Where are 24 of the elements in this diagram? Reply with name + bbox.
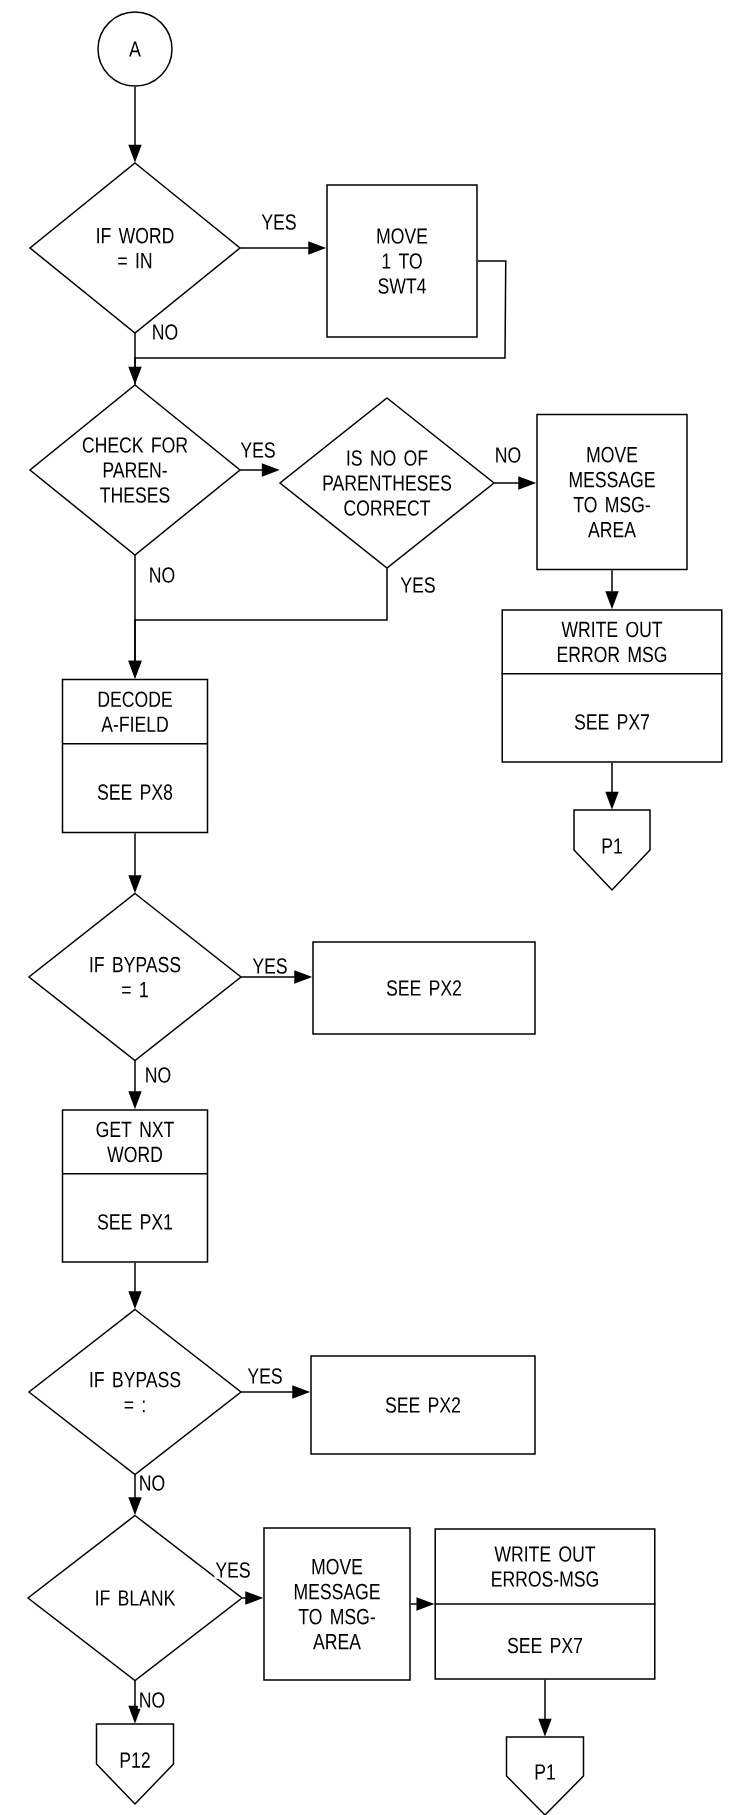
edge-label: NO	[137, 1691, 167, 1709]
process-box: GET NXT WORD SEE PX1	[61, 1109, 209, 1263]
offpage-connector: P1	[573, 809, 651, 892]
io-parallelogram: WRITE OUT ERROS-MSG SEE PX7	[433, 1528, 657, 1680]
offpage-connector: P12	[95, 1723, 175, 1806]
connector-line	[134, 332, 136, 386]
process-box: MOVE MESSAGE TO MSG-AREA	[263, 1527, 411, 1681]
edge-label: NO	[137, 1474, 167, 1492]
process-box: SEE PX2	[312, 941, 536, 1035]
process-box: DECODE A-FIELD SEE PX8	[61, 678, 209, 834]
edge-label: NO	[147, 566, 177, 584]
edge-label: YES	[399, 576, 437, 594]
edge-label: YES	[246, 1367, 284, 1385]
offpage-connector: P1	[505, 1736, 585, 1815]
io-parallelogram: WRITE OUT ERROR MSG SEE PX7	[500, 609, 724, 763]
edge-label: YES	[251, 957, 289, 975]
process-box: MOVE MESSAGE TO MSG-AREA	[536, 413, 688, 571]
edge-label: YES	[214, 1561, 252, 1579]
edge-label: NO	[493, 446, 523, 464]
process-box: SEE PX2	[310, 1355, 536, 1455]
process-box: MOVE 1 TO SWT4	[326, 184, 478, 338]
edge-label: YES	[260, 213, 298, 231]
edge-label: NO	[143, 1066, 173, 1084]
edge-label: YES	[239, 441, 277, 459]
